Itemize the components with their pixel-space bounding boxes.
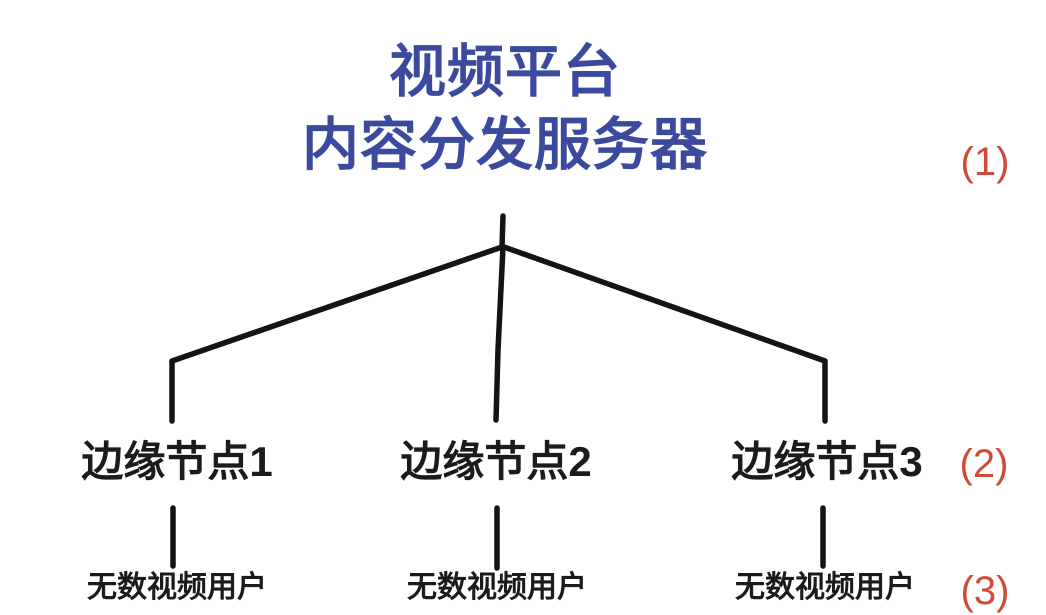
root-node-title-line2: 内容分发服务器 (302, 113, 708, 177)
root-node-title-line1: 视频平台 (389, 40, 621, 104)
level-marker-1: (1) (960, 140, 1010, 184)
edge-node-1-label: 边缘节点1 (81, 438, 273, 485)
branch-line-middle (493, 244, 506, 423)
branch-line-right (501, 244, 828, 424)
level-marker-2: (2) (959, 442, 1009, 486)
root-node-title: 视频平台 内容分发服务器 (150, 36, 860, 182)
edge-node-2-label: 边缘节点2 (400, 438, 592, 485)
user-group-label-1: 无数视频用户 (87, 571, 267, 604)
edge-node-3-label: 边缘节点3 (731, 438, 923, 485)
branch-line-left (169, 244, 505, 424)
user-group-label-3: 无数视频用户 (735, 571, 915, 604)
user-group-label-2: 无数视频用户 (407, 571, 587, 604)
level-marker-3: (3) (960, 569, 1010, 613)
root-stub-line (499, 213, 506, 250)
